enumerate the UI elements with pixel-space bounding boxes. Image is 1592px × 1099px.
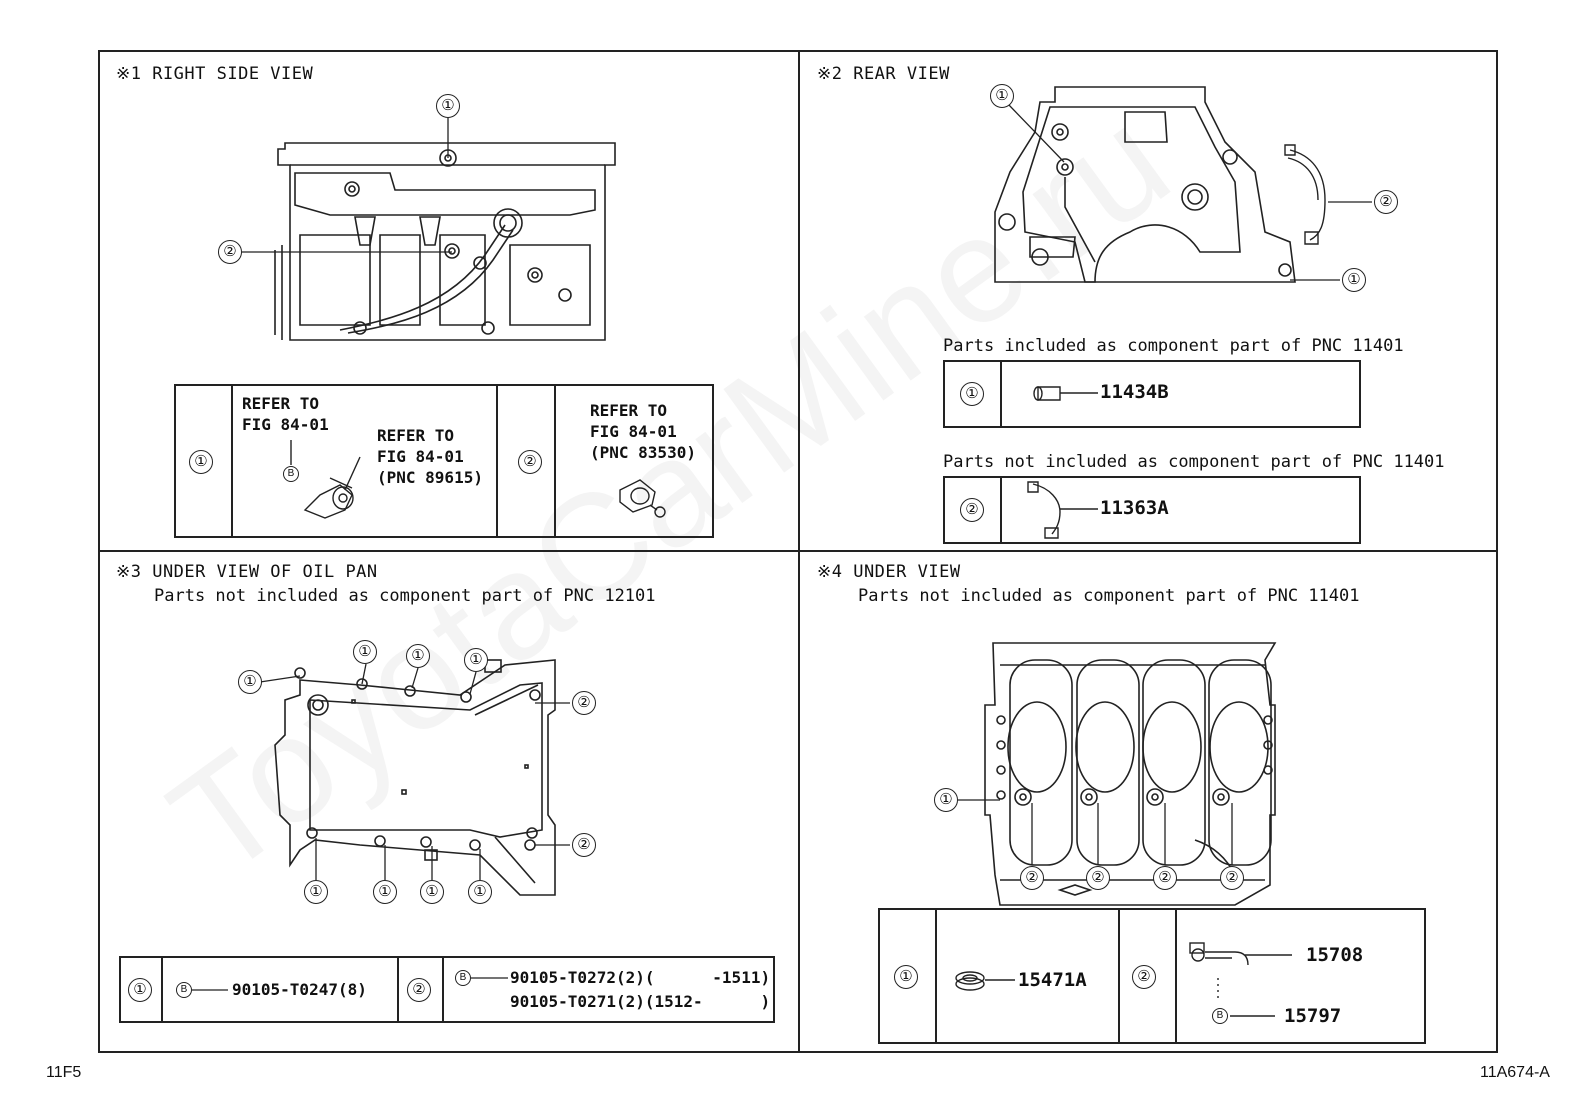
q3-callout-bot-1: ① <box>304 880 328 904</box>
q2-callout-1b: ① <box>1342 268 1366 292</box>
q3-table-part-2a: 90105-T0272(2)( -1511) <box>510 968 771 987</box>
q3-callout-top-2: ① <box>353 640 377 664</box>
q1-callout-2: ② <box>218 240 242 264</box>
q4-callout-2c: ② <box>1153 866 1177 890</box>
q4-callout-1: ① <box>934 788 958 812</box>
oil-jet-icon <box>1189 942 1292 1017</box>
q3-callout-bot-5: ② <box>572 833 596 857</box>
q2-leaders <box>1007 103 1372 281</box>
footer-right-code: 11A674-A <box>1480 1064 1550 1081</box>
q1-ref-c: REFER TO FIG 84-01 (PNC 83530) <box>590 401 696 462</box>
q1-title: ※1 RIGHT SIDE VIEW <box>116 64 314 84</box>
q2-row1-num: ① <box>960 382 984 406</box>
crank-sensor-wire-drawing <box>1284 144 1326 245</box>
q3-table-part-1: 90105-T0247(8) <box>232 980 367 999</box>
q1-ref-b: REFER TO FIG 84-01 (PNC 89615) <box>377 426 483 487</box>
q3-parts-table <box>119 956 775 1023</box>
q3-title: ※3 UNDER VIEW OF OIL PAN <box>116 562 378 582</box>
q4-parts-table <box>878 908 1426 1044</box>
q3-bolt-b-1: B <box>176 982 192 998</box>
q3-table-part-2b: 90105-T0271(2)(1512- ) <box>510 992 771 1011</box>
q3-callout-top-5: ② <box>572 691 596 715</box>
oil-pressure-switch-icon <box>619 479 666 518</box>
q2-callout-1: ① <box>990 84 1014 108</box>
q3-callout-top-3: ① <box>406 644 430 668</box>
engine-block-side-drawing <box>274 142 616 341</box>
footer-left-code: 11F5 <box>46 1064 82 1081</box>
q3-bolt-b-2: B <box>455 970 471 986</box>
q4-table-part-2b: 15797 <box>1284 1005 1342 1027</box>
q4-table-num-1: ① <box>894 965 918 989</box>
q2-row2-num: ② <box>960 498 984 522</box>
q3-callout-top-4: ① <box>464 648 488 672</box>
q4-table-part-2a: 15708 <box>1306 944 1364 966</box>
q1-knock-sensor-icon <box>290 440 361 519</box>
q4-callout-2b: ② <box>1086 866 1110 890</box>
plug-seal-icon <box>955 971 1015 991</box>
q1-leaders <box>242 118 452 253</box>
q4-table-num-2: ② <box>1132 965 1156 989</box>
q3-callout-bot-4: ① <box>468 880 492 904</box>
q4-subtitle: Parts not included as component part of … <box>858 586 1360 606</box>
q2-included-label: Parts included as component part of PNC … <box>943 336 1404 356</box>
oil-pan-under-view-drawing <box>274 659 556 896</box>
q3-callout-top-1: ① <box>238 670 262 694</box>
q2-row1-box <box>943 360 1361 428</box>
q1-ref-a: REFER TO FIG 84-01 <box>242 394 329 434</box>
q1-parts-table <box>174 384 714 538</box>
q4-table-part-1: 15471A <box>1018 969 1087 991</box>
dowel-pin-icon <box>1033 386 1098 401</box>
q3-callout-bot-3: ① <box>420 880 444 904</box>
q3-table-num-2: ② <box>407 978 431 1002</box>
q1-callout-1: ① <box>436 94 460 118</box>
q1-table-num-1: ① <box>189 450 213 474</box>
q2-row2-part: 11363A <box>1100 497 1169 519</box>
q4-callout-2d: ② <box>1220 866 1244 890</box>
q4-bolt-b: B <box>1212 1008 1228 1024</box>
q3-subtitle: Parts not included as component part of … <box>154 586 656 606</box>
q4-callout-2a: ② <box>1020 866 1044 890</box>
q1-table-num-2: ② <box>518 450 542 474</box>
q4-leaders <box>958 799 1233 865</box>
q2-row1-part: 11434B <box>1100 381 1169 403</box>
q2-row2-box <box>943 476 1361 544</box>
q4-title: ※4 UNDER VIEW <box>817 562 961 582</box>
q1-bolt-b-marker: B <box>283 466 299 482</box>
q2-not-included-label: Parts not included as component part of … <box>943 452 1445 472</box>
q2-callout-2: ② <box>1374 190 1398 214</box>
sensor-wire-icon <box>1027 481 1098 539</box>
q2-title: ※2 REAR VIEW <box>817 64 950 84</box>
horizontal-divider <box>98 550 1498 552</box>
q3-leaders <box>259 663 570 880</box>
engine-block-under-view-drawing <box>984 642 1277 906</box>
engine-block-rear-drawing <box>994 86 1296 283</box>
q3-table-num-1: ① <box>128 978 152 1002</box>
q3-callout-bot-2: ① <box>373 880 397 904</box>
